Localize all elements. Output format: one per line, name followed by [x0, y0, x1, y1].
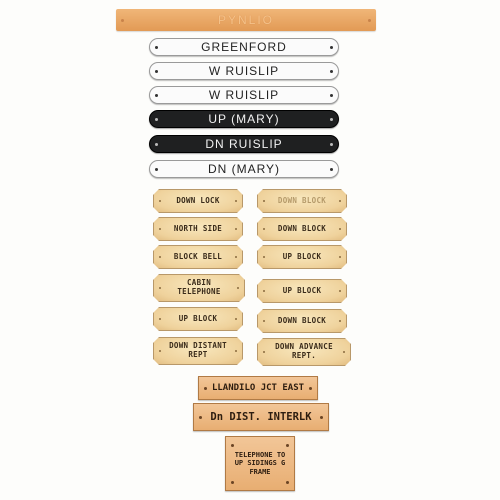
screw-hole-icon	[121, 18, 124, 22]
ivory-tablet-right-4: UP BLOCK	[257, 279, 347, 303]
screw-hole-icon	[237, 287, 239, 289]
ivory-tablet-text: NORTH SIDE	[173, 223, 223, 233]
ivory-tablet-left-3: BLOCK BELL	[153, 245, 243, 269]
screw-hole-icon	[159, 228, 161, 230]
screw-hole-icon	[235, 256, 237, 258]
ivory-tablet-text: UP BLOCK	[282, 251, 322, 261]
enamel-plate-w-ruislip-1: W RUISLIP	[149, 62, 339, 80]
ivory-tablet-right-5: DOWN BLOCK	[257, 309, 347, 333]
screw-hole-icon	[286, 443, 289, 447]
screw-hole-icon	[330, 117, 333, 121]
screw-hole-icon	[263, 290, 265, 292]
screw-hole-icon	[330, 45, 333, 49]
screw-hole-icon	[155, 93, 158, 97]
screw-hole-icon	[155, 45, 158, 49]
ivory-tablet-right-1: DOWN BLOCK	[257, 189, 347, 213]
enamel-plate-text: UP (MARY)	[208, 112, 280, 126]
orange-plate-text: TELEPHONE TO UP SIDINGS G FRAME	[234, 450, 286, 476]
screw-hole-icon	[339, 200, 341, 202]
screw-hole-icon	[339, 228, 341, 230]
ivory-tablet-text: CABIN TELEPHONE	[177, 278, 221, 296]
screw-hole-icon	[155, 69, 158, 73]
screw-hole-icon	[330, 167, 333, 171]
screw-hole-icon	[159, 256, 161, 258]
screw-hole-icon	[330, 69, 333, 73]
screw-hole-icon	[155, 117, 158, 121]
screw-hole-icon	[199, 415, 202, 419]
ivory-tablet-left-5: UP BLOCK	[153, 307, 243, 331]
screw-hole-icon	[339, 320, 341, 322]
orange-plate-text: Dn DIST. INTERLK	[210, 411, 312, 423]
screw-hole-icon	[286, 481, 289, 484]
enamel-plate-w-ruislip-2: W RUISLIP	[149, 86, 339, 104]
screw-hole-icon	[330, 93, 333, 97]
orange-plate-telephone: TELEPHONE TO UP SIDINGS G FRAME	[225, 436, 295, 491]
ivory-tablet-text: DOWN BLOCK	[277, 223, 327, 233]
screw-hole-icon	[263, 200, 265, 202]
ivory-tablet-left-1: DOWN LOCK	[153, 189, 243, 213]
ivory-tablet-text: UP BLOCK	[178, 313, 218, 323]
ivory-tablet-right-6: DOWN ADVANCE REPT.	[257, 338, 351, 366]
ivory-tablet-text: DOWN DISTANT REPT	[169, 341, 227, 359]
enamel-plate-text: W RUISLIP	[208, 64, 280, 78]
ivory-tablet-text: UP BLOCK	[282, 285, 322, 295]
screw-hole-icon	[204, 386, 207, 390]
enamel-plate-greenford: GREENFORD	[149, 38, 339, 56]
ivory-tablet-left-2: NORTH SIDE	[153, 217, 243, 241]
screw-hole-icon	[263, 351, 265, 353]
screw-hole-icon	[263, 256, 265, 258]
enamel-plate-text: DN (MARY)	[207, 162, 281, 176]
screw-hole-icon	[159, 287, 161, 289]
ivory-tablet-text: DOWN ADVANCE REPT.	[275, 342, 333, 360]
orange-plate-llandilo-jct-east: LLANDILO JCT EAST	[198, 376, 318, 400]
ivory-tablet-text: DOWN BLOCK	[277, 315, 327, 325]
screw-hole-icon	[155, 142, 158, 146]
screw-hole-icon	[339, 290, 341, 292]
enamel-plate-dn-mary: DN (MARY)	[149, 160, 339, 178]
ivory-tablet-right-2: DOWN BLOCK	[257, 217, 347, 241]
ivory-tablet-right-3: UP BLOCK	[257, 245, 347, 269]
screw-hole-icon	[235, 228, 237, 230]
screw-hole-icon	[235, 200, 237, 202]
screw-hole-icon	[330, 142, 333, 146]
screw-hole-icon	[309, 386, 312, 390]
screw-hole-icon	[368, 18, 371, 22]
ivory-tablet-text: DOWN LOCK	[176, 195, 220, 205]
screw-hole-icon	[235, 318, 237, 320]
screw-hole-icon	[339, 256, 341, 258]
orange-plate-text: LLANDILO JCT EAST	[211, 383, 305, 393]
ivory-tablet-text: DOWN BLOCK	[277, 195, 327, 205]
screw-hole-icon	[159, 318, 161, 320]
screw-hole-icon	[231, 481, 234, 484]
top-strip-text: PYNLIO	[217, 13, 274, 27]
screw-hole-icon	[263, 228, 265, 230]
screw-hole-icon	[343, 351, 345, 353]
enamel-plate-dn-ruislip: DN RUISLIP	[149, 135, 339, 153]
screw-hole-icon	[263, 320, 265, 322]
screw-hole-icon	[235, 350, 237, 352]
screw-hole-icon	[231, 443, 234, 447]
enamel-plate-up-mary: UP (MARY)	[149, 110, 339, 128]
ivory-tablet-left-6: DOWN DISTANT REPT	[153, 337, 243, 365]
ivory-tablet-left-4: CABIN TELEPHONE	[153, 274, 245, 302]
enamel-plate-text: W RUISLIP	[208, 88, 280, 102]
screw-hole-icon	[320, 415, 323, 419]
top-orange-strip-plate: PYNLIO	[116, 9, 376, 31]
enamel-plate-text: GREENFORD	[201, 40, 287, 54]
screw-hole-icon	[155, 167, 158, 171]
ivory-tablet-text: BLOCK BELL	[173, 251, 223, 261]
orange-plate-dn-dist-interlk: Dn DIST. INTERLK	[193, 403, 329, 431]
screw-hole-icon	[159, 200, 161, 202]
enamel-plate-text: DN RUISLIP	[205, 137, 283, 151]
screw-hole-icon	[159, 350, 161, 352]
